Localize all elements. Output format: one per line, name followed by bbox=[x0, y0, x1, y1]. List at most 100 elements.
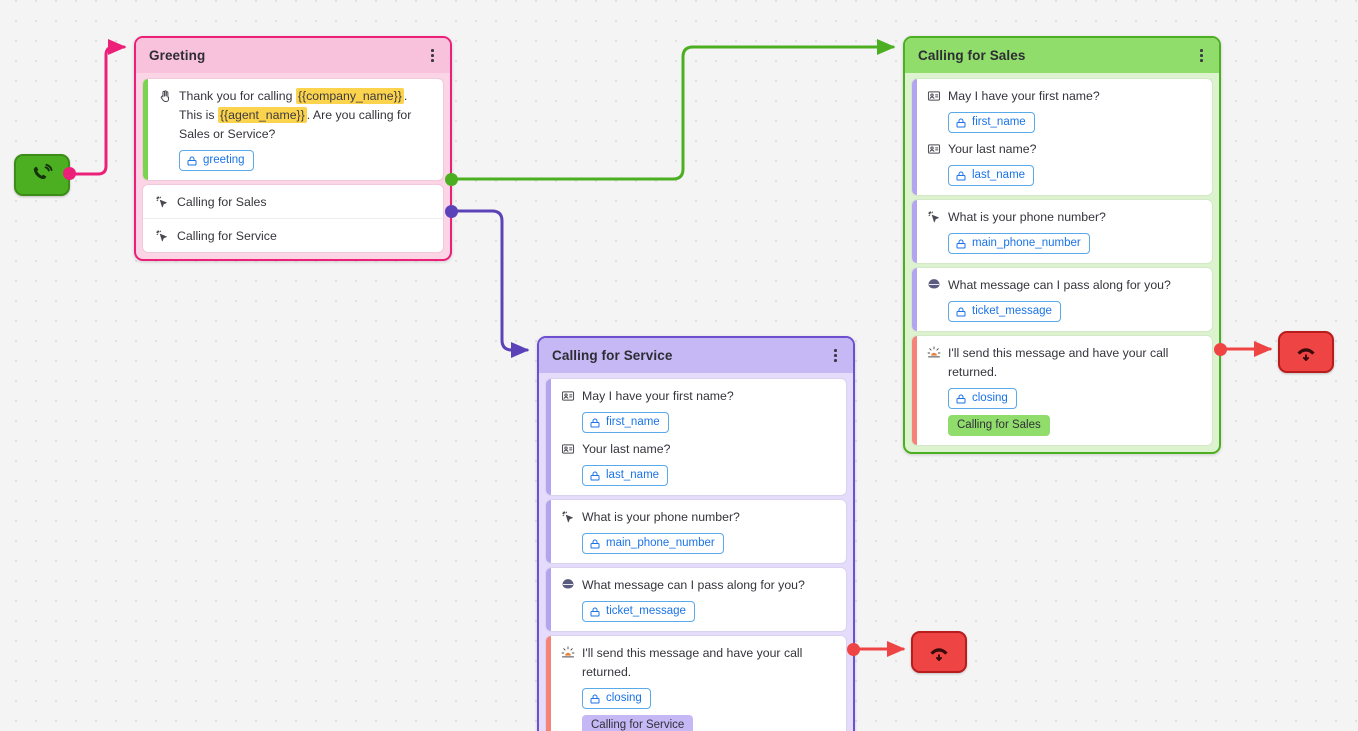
chip-label: last_name bbox=[606, 469, 660, 481]
port-sales-end-output[interactable] bbox=[1214, 343, 1227, 356]
node-call-end-service[interactable] bbox=[911, 631, 967, 673]
node-calling-for-service-body: May I have your first name? first_name bbox=[539, 373, 853, 731]
message-block[interactable]: What message can I pass along for you? t… bbox=[912, 268, 1212, 331]
mouth-icon bbox=[926, 277, 941, 292]
node-calling-for-sales-title: Calling for Sales bbox=[918, 48, 1026, 63]
message-text: May I have your first name? bbox=[582, 389, 734, 403]
message-block[interactable]: I'll send this message and have your cal… bbox=[546, 636, 846, 731]
message-block[interactable]: May I have your first name? first_name bbox=[546, 379, 846, 495]
mouth-glyph bbox=[561, 578, 574, 588]
lock-icon bbox=[956, 307, 966, 316]
lock-icon bbox=[956, 118, 966, 127]
option-list: Calling for Sales Calling for Service bbox=[143, 185, 443, 252]
node-calling-for-sales-header[interactable]: Calling for Sales bbox=[905, 38, 1219, 73]
block-stripe bbox=[912, 200, 917, 263]
kebab-menu-icon[interactable] bbox=[831, 345, 840, 366]
sunrise-icon bbox=[560, 645, 575, 660]
lock-icon bbox=[590, 539, 600, 548]
id-badge-icon bbox=[560, 388, 575, 403]
node-calling-for-service-title: Calling for Service bbox=[552, 348, 673, 363]
port-service-output[interactable] bbox=[445, 205, 458, 218]
cursor-click-icon bbox=[560, 509, 575, 524]
lock-icon bbox=[590, 607, 600, 616]
cursor-click-icon bbox=[926, 209, 941, 224]
block-stripe bbox=[546, 500, 551, 563]
variable-chip-main-phone-number[interactable]: main_phone_number bbox=[582, 533, 724, 554]
id-badge-icon bbox=[926, 88, 941, 103]
cursor-click-icon bbox=[154, 228, 169, 243]
message-block[interactable]: What is your phone number? main_phone_nu… bbox=[546, 500, 846, 563]
node-calling-for-service-header[interactable]: Calling for Service bbox=[539, 338, 853, 373]
node-greeting-title: Greeting bbox=[149, 48, 206, 63]
node-calling-for-sales[interactable]: Calling for Sales bbox=[903, 36, 1221, 454]
lock-icon bbox=[590, 418, 600, 427]
port-sales-output[interactable] bbox=[445, 173, 458, 186]
variable-chip-last-name[interactable]: last_name bbox=[948, 165, 1035, 186]
variable-agent-name: {{agent_name}} bbox=[217, 107, 307, 123]
block-stripe bbox=[912, 268, 917, 331]
kebab-menu-icon[interactable] bbox=[428, 45, 437, 66]
message-block[interactable]: I'll send this message and have your cal… bbox=[912, 336, 1212, 445]
block-stripe bbox=[546, 568, 551, 631]
port-start-output[interactable] bbox=[63, 167, 76, 180]
variable-chip-ticket-message[interactable]: ticket_message bbox=[948, 301, 1061, 322]
option-row-calling-for-service[interactable]: Calling for Service bbox=[143, 218, 443, 252]
variable-chip-last-name[interactable]: last_name bbox=[582, 465, 669, 486]
lock-icon bbox=[590, 694, 600, 703]
option-row-calling-for-sales[interactable]: Calling for Sales bbox=[143, 185, 443, 218]
id-badge-icon bbox=[926, 141, 941, 156]
message-text: I'll send this message and have your cal… bbox=[948, 346, 1169, 379]
chip-label: ticket_message bbox=[972, 305, 1052, 317]
variable-chip-closing[interactable]: closing bbox=[948, 388, 1017, 409]
cursor-click-icon bbox=[154, 194, 169, 209]
chip-label: main_phone_number bbox=[972, 237, 1081, 249]
message-block[interactable]: What message can I pass along for you? t… bbox=[546, 568, 846, 631]
block-stripe bbox=[546, 379, 551, 495]
id-badge-icon bbox=[560, 441, 575, 456]
lock-icon bbox=[187, 156, 197, 165]
variable-chip-first-name[interactable]: first_name bbox=[582, 412, 669, 433]
tag-chip-calling-for-sales[interactable]: Calling for Sales bbox=[948, 415, 1050, 436]
node-greeting-body: Thank you for calling {{company_name}}. … bbox=[136, 73, 450, 259]
chip-label: closing bbox=[972, 392, 1008, 404]
chip-label: first_name bbox=[606, 416, 660, 428]
chip-label: closing bbox=[606, 692, 642, 704]
node-calling-for-sales-body: May I have your first name? first_name bbox=[905, 73, 1219, 452]
node-call-end-sales[interactable] bbox=[1278, 331, 1334, 373]
sunrise-icon bbox=[926, 345, 941, 360]
message-block[interactable]: May I have your first name? first_name bbox=[912, 79, 1212, 195]
chip-label: ticket_message bbox=[606, 605, 686, 617]
mouth-icon bbox=[560, 577, 575, 592]
node-greeting[interactable]: Greeting T bbox=[134, 36, 452, 261]
lock-icon bbox=[956, 171, 966, 180]
variable-chip-first-name[interactable]: first_name bbox=[948, 112, 1035, 133]
edge-greeting-to-service bbox=[456, 209, 530, 359]
mouth-glyph bbox=[927, 278, 940, 288]
lock-icon bbox=[956, 394, 966, 403]
variable-chip-greeting[interactable]: greeting bbox=[179, 150, 254, 171]
block-stripe bbox=[143, 79, 148, 180]
phone-hangup-icon bbox=[1294, 340, 1318, 364]
chip-label: greeting bbox=[203, 154, 245, 166]
chip-label: main_phone_number bbox=[606, 537, 715, 549]
lock-icon bbox=[956, 239, 966, 248]
message-block[interactable]: Thank you for calling {{company_name}}. … bbox=[143, 79, 443, 180]
kebab-menu-icon[interactable] bbox=[1197, 45, 1206, 66]
phone-hangup-icon bbox=[927, 640, 951, 664]
message-text: Your last name? bbox=[948, 142, 1037, 156]
node-calling-for-service[interactable]: Calling for Service bbox=[537, 336, 855, 731]
node-call-start[interactable] bbox=[14, 154, 70, 196]
variable-chip-main-phone-number[interactable]: main_phone_number bbox=[948, 233, 1090, 254]
variable-chip-ticket-message[interactable]: ticket_message bbox=[582, 601, 695, 622]
variable-chip-closing[interactable]: closing bbox=[582, 688, 651, 709]
variable-company-name: {{company_name}} bbox=[295, 88, 404, 104]
message-block[interactable]: What is your phone number? main_phone_nu… bbox=[912, 200, 1212, 263]
option-label: Calling for Sales bbox=[177, 194, 267, 209]
node-greeting-header[interactable]: Greeting bbox=[136, 38, 450, 73]
sunrise-glyph bbox=[927, 345, 940, 357]
tag-chip-calling-for-service[interactable]: Calling for Service bbox=[582, 715, 694, 731]
message-text: What message can I pass along for you? bbox=[948, 278, 1171, 292]
option-label: Calling for Service bbox=[177, 228, 277, 243]
port-service-end-output[interactable] bbox=[847, 643, 860, 656]
